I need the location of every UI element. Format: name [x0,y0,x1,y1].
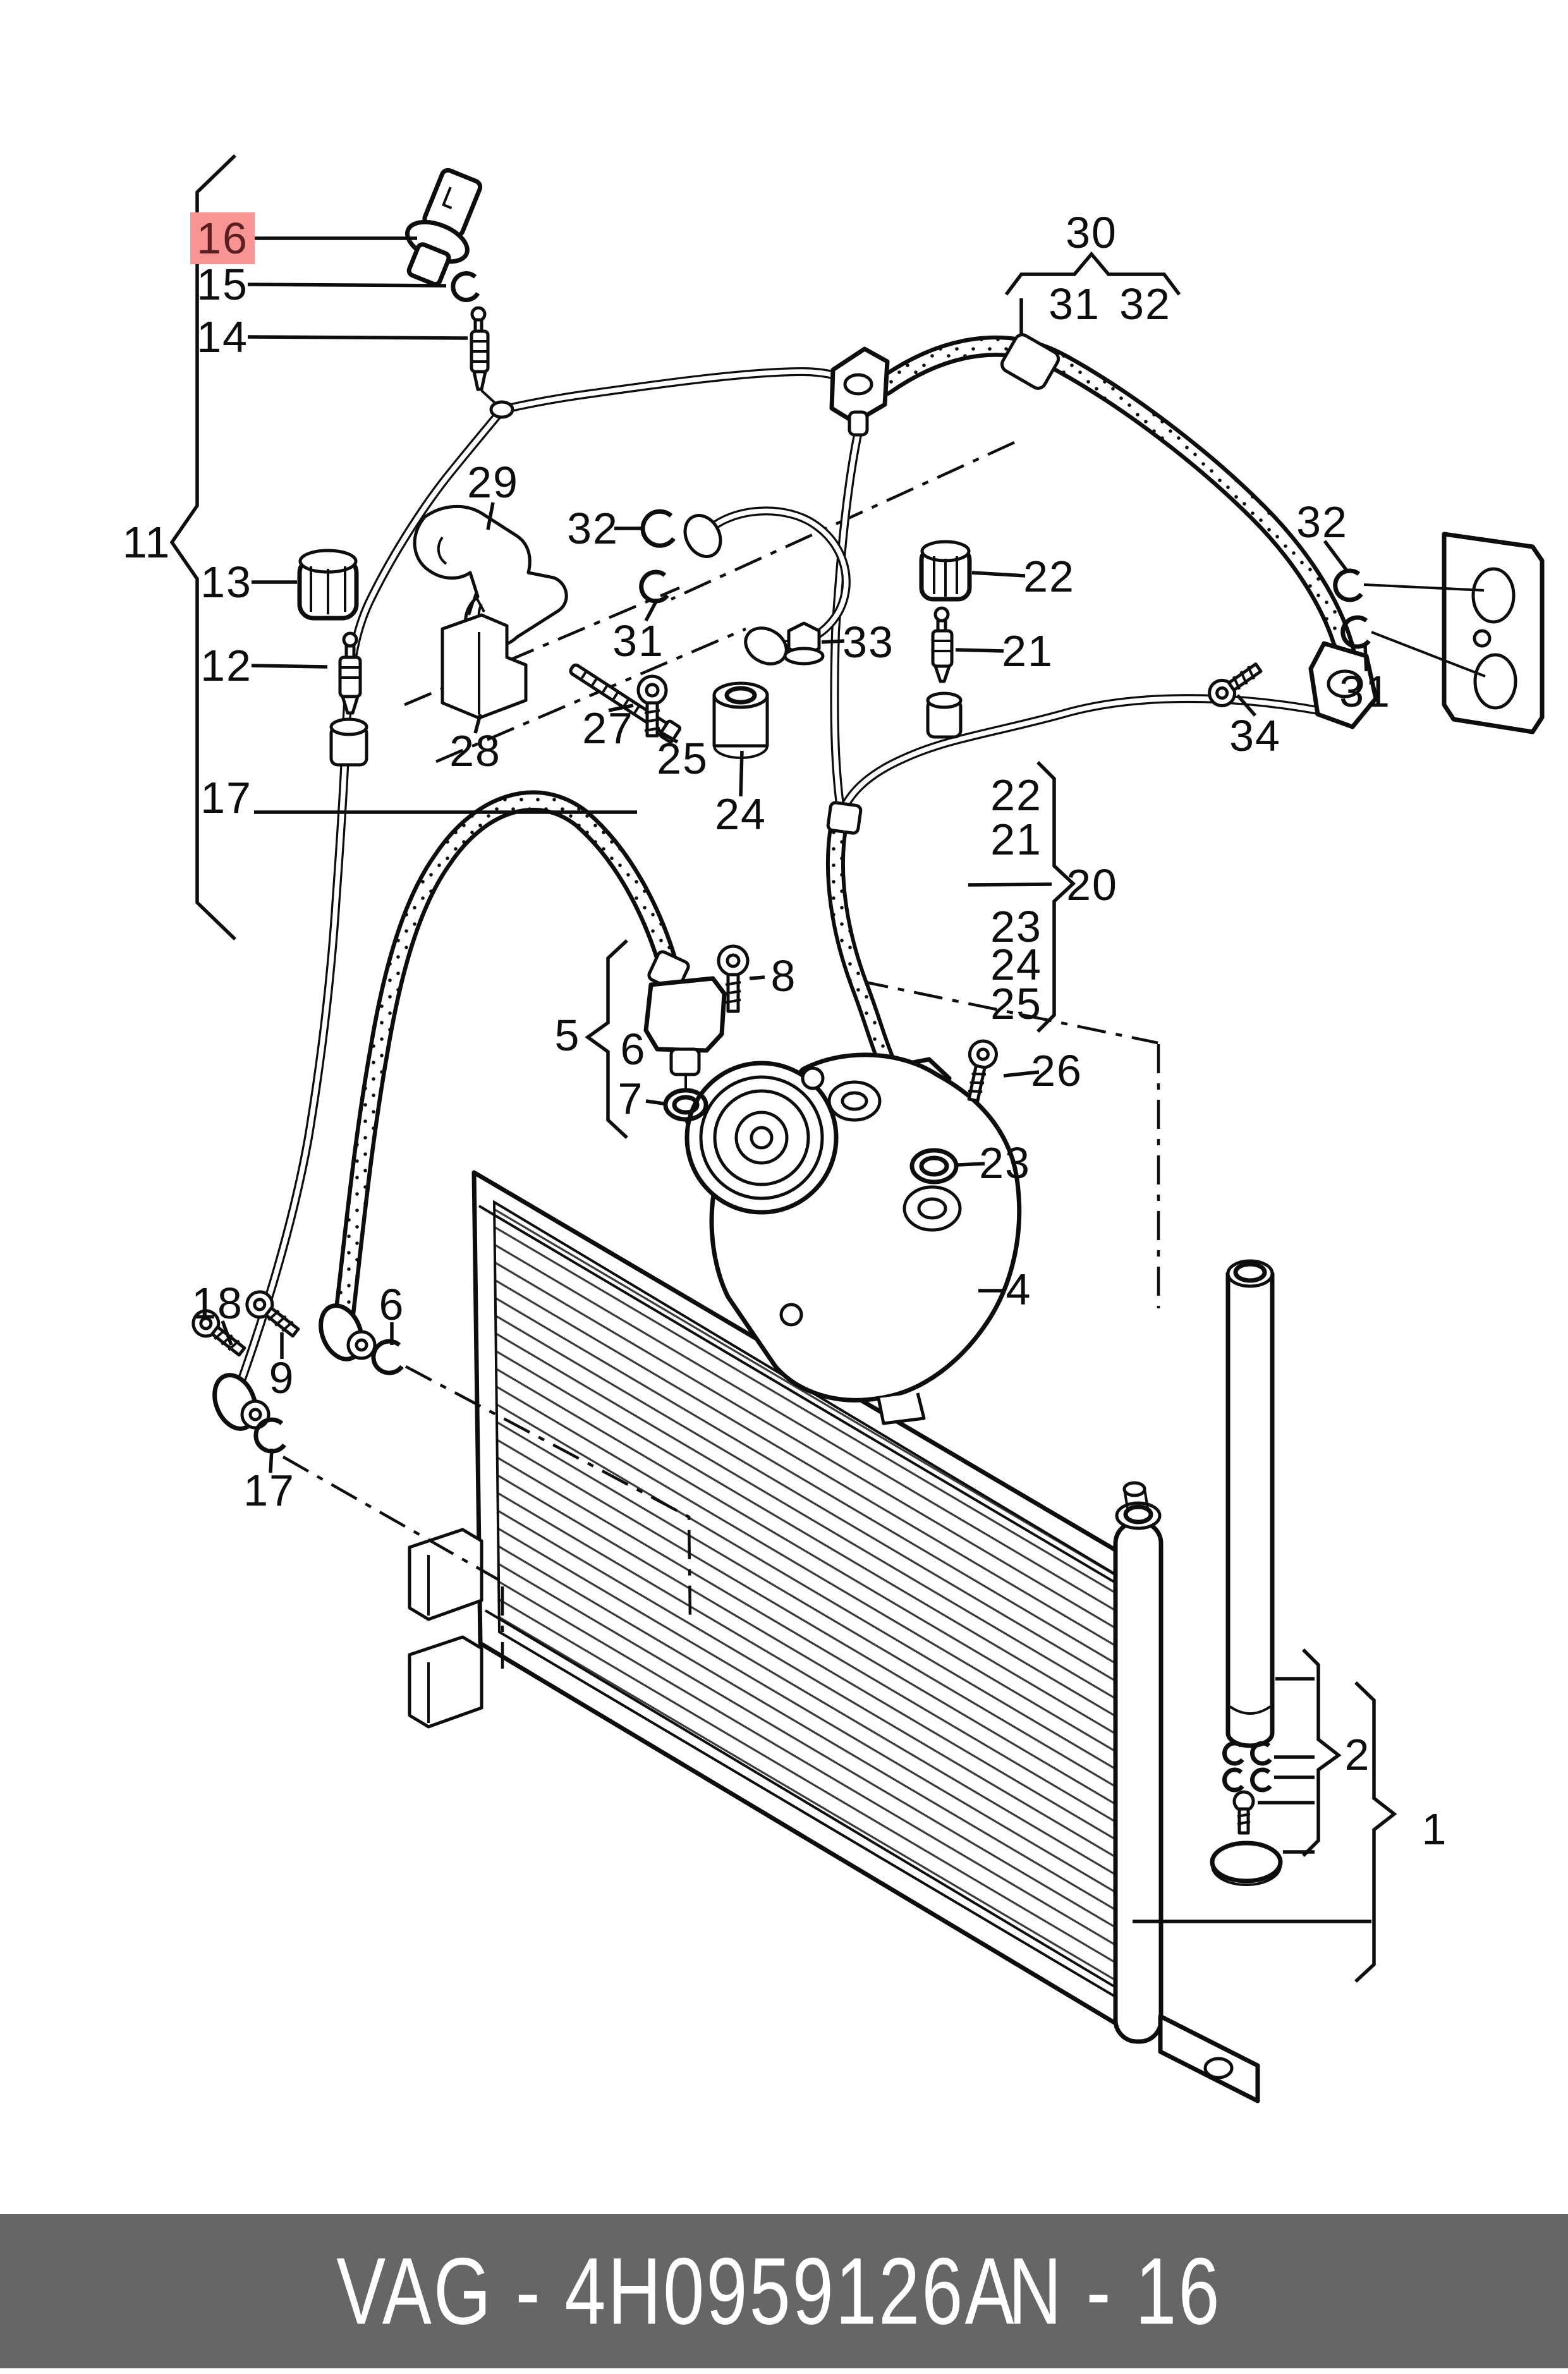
part-label-text: 21 [990,815,1042,864]
part-label-text: 6 [379,1280,405,1329]
part-label-text: 30 [1066,208,1117,257]
part-label-text: 14 [197,312,248,362]
receiver-drier-cartridge [1210,1259,1283,1886]
part-label-18[interactable]: 18 [185,1277,250,1329]
part-label-21-valve[interactable]: 21 [995,625,1060,677]
part-label-21-list[interactable]: 21 [984,813,1048,865]
part-label-text: 22 [1023,552,1075,601]
part-label-text: 27 [582,703,634,753]
part-label-text: 29 [467,458,519,507]
part-label-text: 17 [243,1466,295,1515]
part-label-text: 6 [620,1025,647,1074]
leader-lines [221,236,1368,1473]
part-label-28[interactable]: 28 [443,725,507,777]
part-label-text: 9 [269,1353,295,1403]
part-label-text: 12 [200,641,252,690]
part-label-text: 28 [449,726,501,776]
group-braces [169,154,1397,1983]
compressor [684,1052,1022,1425]
part-label-26[interactable]: 26 [1024,1045,1089,1097]
part-label-6-lower[interactable]: 6 [373,1279,411,1330]
part-label-text: 20 [1066,860,1118,910]
part-label-9[interactable]: 9 [263,1352,301,1404]
part-label-31-top[interactable]: 31 [1042,278,1107,330]
part-label-13[interactable]: 13 [194,556,258,608]
part-label-7[interactable]: 7 [612,1073,650,1124]
footer-bar: VAG - 4H0959126A N - 16 [0,2214,1568,2368]
part-label-text: 16 [197,214,248,263]
part-label-23-list[interactable]: 23 [984,901,1048,953]
part-label-text: 25 [990,979,1042,1028]
part-label-text: 18 [191,1279,243,1328]
part-label-text: 25 [657,734,708,783]
part-label-6-mid[interactable]: 6 [614,1023,653,1075]
part-label-text: 21 [1002,626,1054,676]
part-label-text: 31 [1339,667,1391,716]
part-label-text: 24 [990,940,1042,989]
part-label-24-list[interactable]: 24 [984,939,1048,990]
part-label-11[interactable]: 11 [116,516,178,568]
part-label-text: 32 [1119,279,1171,329]
part-label-text: 13 [200,557,252,607]
part-label-33[interactable]: 33 [836,616,901,668]
part-label-text: 23 [979,1138,1031,1188]
part-label-23-oring[interactable]: 23 [973,1137,1037,1189]
part-label-31-mid[interactable]: 31 [606,615,671,667]
part-label-text: 32 [1296,497,1348,547]
part-label-text: 24 [715,789,767,839]
part-label-text: 23 [990,902,1042,951]
part-label-14[interactable]: 14 [190,311,255,363]
part-label-text: 17 [200,773,252,822]
part-label-text: 22 [990,770,1042,820]
part-label-16[interactable]: 16 [190,212,255,264]
part-label-text: 15 [197,260,248,309]
part-label-text: 5 [554,1011,581,1060]
small-parts [191,167,1371,1454]
part-label-8[interactable]: 8 [765,950,803,1002]
part-label-text: 31 [612,616,664,666]
footer-catalog-code: VAG - 4H0959126A [336,2237,1016,2344]
part-label-text: 34 [1229,711,1281,760]
part-label-text: 7 [617,1074,644,1123]
part-label-text: 32 [567,504,619,553]
part-label-17-lower[interactable]: 17 [237,1464,301,1516]
part-label-text: 26 [1031,1046,1083,1095]
part-label-30[interactable]: 30 [1059,207,1124,259]
part-label-15[interactable]: 15 [190,259,255,310]
part-label-32-top[interactable]: 32 [1113,278,1177,330]
part-label-1[interactable]: 1 [1416,1803,1454,1855]
part-label-22-valve[interactable]: 22 [1017,551,1081,602]
part-label-text: 33 [842,618,894,667]
part-label-25-list[interactable]: 25 [984,978,1048,1030]
part-label-29[interactable]: 29 [461,456,525,508]
part-label-31-right[interactable]: 31 [1333,666,1397,717]
part-label-22-list[interactable]: 22 [984,769,1048,821]
footer-page-ref: N - 16 [1008,2237,1222,2344]
part-label-text: 1 [1421,1805,1448,1854]
condenser [408,1170,1260,2103]
part-label-25-screw[interactable]: 25 [650,733,715,784]
part-label-32-mid[interactable]: 32 [561,502,625,554]
part-label-20[interactable]: 20 [1060,859,1124,911]
part-label-34[interactable]: 34 [1223,710,1287,762]
part-label-5[interactable]: 5 [549,1009,587,1061]
part-label-text: 8 [770,951,797,1001]
part-label-27[interactable]: 27 [576,702,640,754]
part-label-24-sleeve[interactable]: 24 [708,788,773,840]
part-label-12[interactable]: 12 [194,640,258,691]
part-label-17-upper[interactable]: 17 [194,772,258,824]
part-label-4[interactable]: 4 [1000,1263,1038,1315]
part-label-2[interactable]: 2 [1339,1729,1377,1780]
part-label-text: 2 [1344,1730,1371,1779]
part-label-text: 11 [122,518,171,567]
part-label-text: 4 [1006,1265,1032,1314]
refrigerant-lines [231,333,1356,1403]
part-label-32-right[interactable]: 32 [1290,496,1354,548]
part-label-text: 31 [1048,279,1100,329]
